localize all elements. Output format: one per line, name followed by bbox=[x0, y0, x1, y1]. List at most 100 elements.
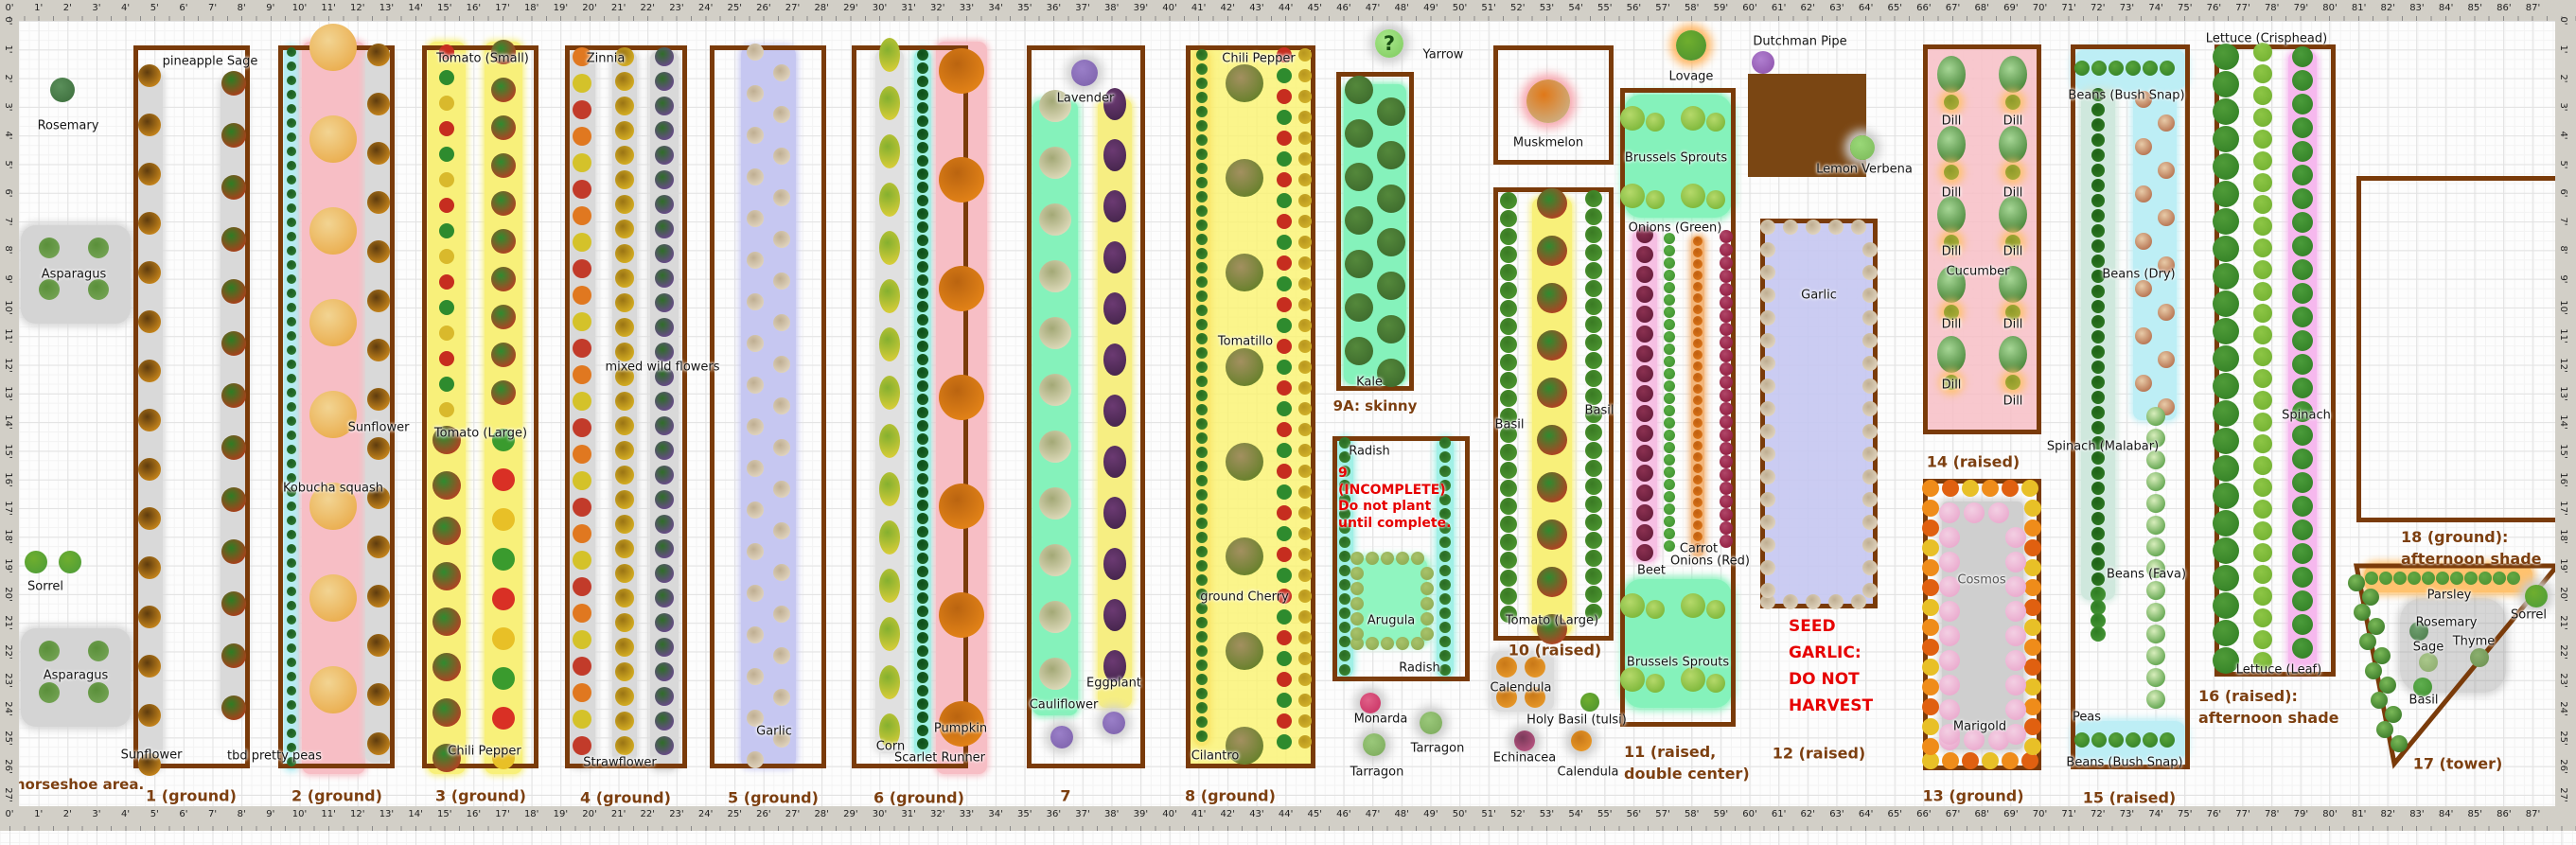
asparagus-icon[interactable] bbox=[88, 279, 109, 300]
plant-chili-pepper[interactable] bbox=[1277, 297, 1292, 312]
plant-onions-red[interactable] bbox=[1720, 323, 1733, 336]
plant-cilantro[interactable] bbox=[1196, 674, 1208, 685]
plant-cilantro[interactable] bbox=[1196, 191, 1208, 202]
plant-carrot[interactable] bbox=[1693, 248, 1703, 257]
plant-kale[interactable] bbox=[1377, 359, 1405, 387]
plant-cilantro[interactable] bbox=[1196, 205, 1208, 217]
plant-cilantro[interactable] bbox=[1196, 432, 1208, 444]
plant-spinach-malabar[interactable] bbox=[2091, 315, 2105, 328]
plant-zinnia[interactable] bbox=[573, 604, 591, 623]
plant-brussels-sprouts[interactable] bbox=[1620, 667, 1645, 692]
plant-tomato-large[interactable] bbox=[1537, 614, 1567, 644]
plant-marigold[interactable] bbox=[1962, 752, 1979, 769]
plant-cilantro[interactable] bbox=[1196, 418, 1208, 430]
plant-sunflower[interactable] bbox=[138, 64, 161, 87]
plant-garlic-seed[interactable] bbox=[1760, 447, 1775, 462]
plant-carrot[interactable] bbox=[1693, 350, 1703, 360]
plant-cucumber-vine[interactable] bbox=[2362, 589, 2379, 607]
plant-spinach-malabar[interactable] bbox=[2091, 149, 2105, 162]
plant-dill[interactable] bbox=[1944, 305, 1959, 320]
bed-dutchman-pipe-bed[interactable] bbox=[1748, 74, 1866, 177]
plant-beans-dry[interactable] bbox=[2135, 138, 2152, 155]
plant-scarlet-runner[interactable] bbox=[917, 102, 928, 114]
plant-dill[interactable] bbox=[2005, 95, 2020, 110]
plant-scarlet-runner[interactable] bbox=[917, 168, 928, 180]
plant-spinach-malabar[interactable] bbox=[2091, 270, 2105, 283]
plant-spinach[interactable] bbox=[2292, 70, 2313, 91]
plant-scarlet-runner[interactable] bbox=[917, 248, 928, 259]
plant-cucumber[interactable] bbox=[1937, 335, 1966, 373]
thyme-icon[interactable] bbox=[2470, 648, 2489, 667]
plant-mixed-wildflowers[interactable] bbox=[655, 121, 674, 140]
plant-peas[interactable] bbox=[287, 629, 296, 639]
plant-arugula[interactable] bbox=[1350, 582, 1364, 595]
plant-mixed-wildflowers[interactable] bbox=[655, 638, 674, 657]
plant-kale[interactable] bbox=[1345, 250, 1373, 278]
plant-mixed-wildflowers[interactable] bbox=[655, 170, 674, 189]
plant-onions-green[interactable] bbox=[1664, 380, 1675, 392]
plant-carrot[interactable] bbox=[1693, 316, 1703, 326]
plant-sunflower[interactable] bbox=[367, 585, 390, 607]
plant-mixed-wildflowers[interactable] bbox=[655, 539, 674, 558]
plant-cosmos[interactable] bbox=[1939, 724, 1960, 745]
plant-beans-dry[interactable] bbox=[2158, 209, 2175, 226]
plant-chili-pepper[interactable] bbox=[439, 44, 454, 60]
plant-peas[interactable] bbox=[287, 544, 296, 554]
plant-pumpkin[interactable] bbox=[939, 701, 984, 747]
plant-lettuce-crisphead[interactable] bbox=[2213, 44, 2239, 70]
plant-spinach-malabar[interactable] bbox=[2091, 572, 2105, 586]
plant-zinnia[interactable] bbox=[573, 577, 591, 596]
plant-garlic[interactable] bbox=[773, 231, 790, 248]
plant-corn[interactable] bbox=[879, 424, 900, 458]
plant-peas[interactable] bbox=[287, 147, 296, 156]
plant-spinach[interactable] bbox=[2292, 188, 2313, 209]
plant-mixed-wildflowers[interactable] bbox=[655, 441, 674, 460]
plant-garlic[interactable] bbox=[747, 44, 764, 61]
plant-spinach[interactable] bbox=[2292, 141, 2313, 162]
plant-beans-bush-snap[interactable] bbox=[2074, 732, 2090, 748]
plant-spinach[interactable] bbox=[2292, 496, 2313, 517]
plant-garlic-seed[interactable] bbox=[1760, 401, 1775, 416]
plant-chili-pepper[interactable] bbox=[439, 121, 454, 136]
plant-cosmos[interactable] bbox=[2005, 625, 2026, 646]
plant-beans-dry[interactable] bbox=[2135, 280, 2152, 297]
bed-18[interactable] bbox=[2356, 176, 2567, 522]
plant-onions-red[interactable] bbox=[1720, 508, 1733, 521]
plant-parsley[interactable] bbox=[2493, 572, 2506, 585]
plant-scarlet-runner[interactable] bbox=[917, 553, 928, 564]
plant-zinnia[interactable] bbox=[573, 657, 591, 676]
plant-chili-pepper-yellow[interactable] bbox=[1298, 132, 1312, 145]
plant-basil[interactable] bbox=[1500, 192, 1517, 209]
plant-strawflower[interactable] bbox=[615, 466, 634, 484]
plant-cucumber[interactable] bbox=[1937, 195, 1966, 233]
plant-zinnia[interactable] bbox=[573, 710, 591, 729]
plant-scarlet-runner[interactable] bbox=[917, 698, 928, 710]
plant-beans-fava[interactable] bbox=[2146, 516, 2165, 535]
plant-mixed-wildflowers[interactable] bbox=[655, 220, 674, 238]
plant-beet[interactable] bbox=[1636, 465, 1653, 482]
plant-mixed-wildflowers[interactable] bbox=[655, 712, 674, 731]
plant-pea-pods[interactable] bbox=[2091, 626, 2106, 642]
plant-radish[interactable] bbox=[1439, 607, 1451, 619]
plant-tomatillo[interactable] bbox=[1226, 537, 1263, 575]
holy-basil-icon[interactable] bbox=[1580, 693, 1599, 712]
plant-garlic-seed[interactable] bbox=[1783, 220, 1798, 235]
plant-onions-green[interactable] bbox=[1664, 294, 1675, 306]
plant-scarlet-runner[interactable] bbox=[917, 274, 928, 286]
plant-scarlet-runner[interactable] bbox=[917, 314, 928, 326]
plant-cilantro[interactable] bbox=[1196, 177, 1208, 188]
plant-basil[interactable] bbox=[1585, 406, 1602, 423]
plant-basil[interactable] bbox=[1585, 262, 1602, 279]
plant-spinach[interactable] bbox=[2292, 330, 2313, 351]
plant-garlic-seed[interactable] bbox=[1828, 594, 1844, 609]
plant-tomato-large[interactable] bbox=[432, 653, 461, 681]
plant-cosmos[interactable] bbox=[1964, 730, 1985, 750]
plant-scarlet-runner[interactable] bbox=[917, 712, 928, 723]
plant-chili-pepper[interactable] bbox=[1277, 734, 1292, 749]
plant-cosmos[interactable] bbox=[1939, 675, 1960, 695]
plant-spinach[interactable] bbox=[2292, 519, 2313, 540]
rosemary-icon[interactable] bbox=[50, 78, 75, 102]
plant-chili-pepper[interactable] bbox=[1277, 193, 1292, 208]
plant-radish[interactable] bbox=[1439, 551, 1451, 562]
plant-cucumber-vine[interactable] bbox=[2348, 574, 2365, 591]
